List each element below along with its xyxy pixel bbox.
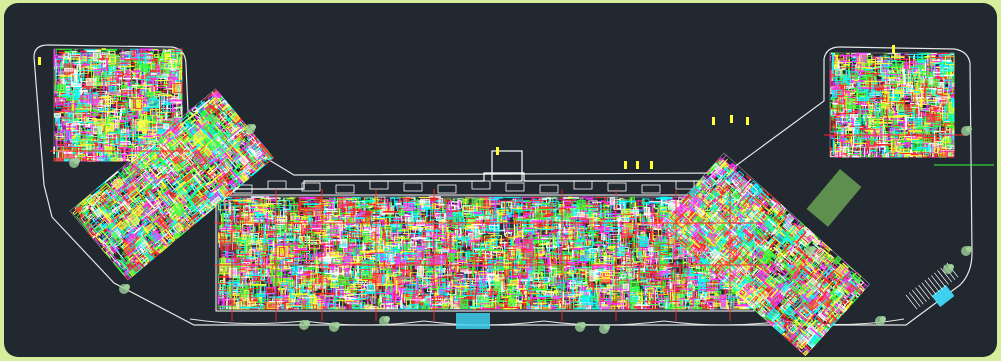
annotation-marker — [624, 161, 627, 169]
tree-symbol — [599, 324, 610, 334]
balcony-bay — [471, 180, 491, 190]
tree-symbol — [943, 264, 954, 274]
balcony-bay — [573, 180, 593, 190]
balcony-bay — [539, 184, 559, 194]
corridor-line — [224, 172, 745, 190]
balcony-bay — [607, 182, 627, 192]
plan-block — [829, 52, 955, 158]
balcony-bay — [403, 182, 423, 192]
balcony-bay — [267, 180, 287, 190]
left-rotated-wing — [69, 88, 274, 281]
annotation-marker — [712, 117, 715, 125]
entrance-canopy — [491, 150, 523, 182]
annotation-marker — [496, 147, 499, 155]
annotation-marker — [650, 161, 653, 169]
plan-block — [69, 88, 274, 281]
tree-symbol — [245, 124, 256, 134]
annotation-marker — [892, 45, 895, 53]
annotation-markers — [38, 45, 895, 169]
tree-symbol — [119, 284, 130, 294]
tree-symbol — [69, 158, 80, 168]
lawn-area — [806, 169, 862, 227]
tree-symbol — [329, 322, 340, 332]
plan-block — [53, 48, 183, 162]
balcony-bay — [437, 184, 457, 194]
site-boundary — [33, 44, 973, 326]
tree-symbol — [805, 246, 816, 256]
balcony-bay — [301, 182, 321, 192]
landscape-trees — [69, 124, 972, 334]
tree-symbol — [961, 246, 972, 256]
pool-right — [931, 284, 955, 308]
cad-model-viewport[interactable] — [4, 3, 997, 357]
annotation-marker — [746, 117, 749, 125]
annotation-marker — [636, 161, 639, 169]
annotation-marker — [730, 115, 733, 123]
balcony-bay — [505, 182, 525, 192]
tree-symbol — [875, 316, 886, 326]
tree-symbol — [961, 126, 972, 136]
balcony-bay — [369, 180, 389, 190]
balcony-bay — [641, 184, 661, 194]
balcony-bay — [675, 180, 695, 190]
tree-symbol — [299, 320, 310, 330]
entrance-water-feature — [456, 313, 490, 329]
tree-symbol — [575, 322, 586, 332]
balcony-bay — [335, 184, 355, 194]
grid-axis-lines — [50, 134, 994, 321]
tree-symbol — [379, 316, 390, 326]
floor-plan-drawing[interactable] — [4, 3, 997, 357]
annotation-marker — [38, 57, 41, 65]
